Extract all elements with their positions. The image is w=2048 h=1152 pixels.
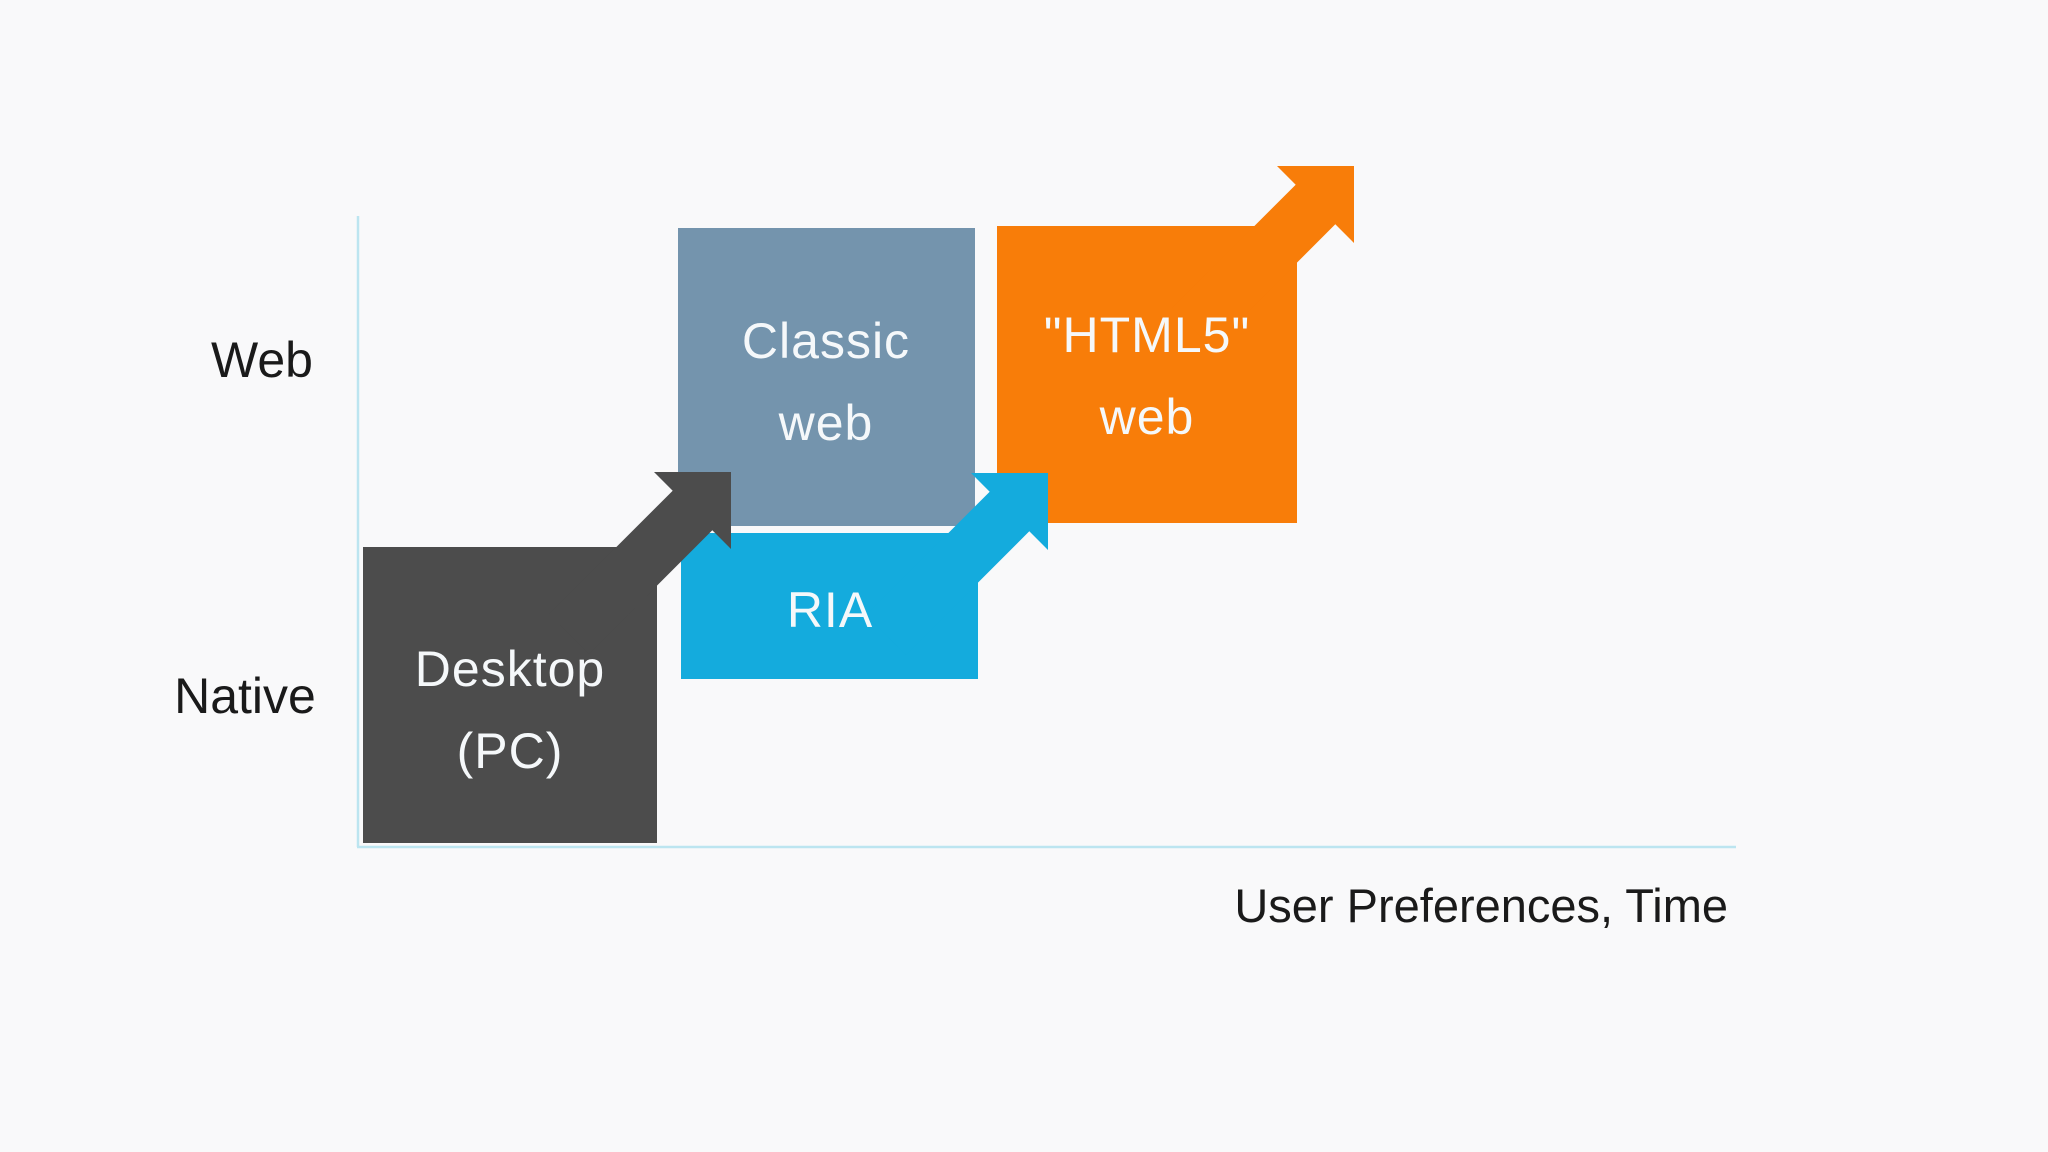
html5-future-arrow-icon [1172,166,1354,348]
desktop-box-label-line2: (PC) [457,723,564,779]
y-axis-native-label: Native [174,668,316,724]
ria-to-html5-arrow-icon [866,473,1048,655]
y-axis-web-label: Web [211,332,313,388]
desktop-to-classic-arrow-icon [549,472,731,654]
desktop-box-label-line1: Desktop [415,641,605,697]
classic-box-label-line2: web [778,395,874,451]
classic-box-label-line1: Classic [742,313,910,369]
html5-box-label-line2: web [1099,389,1195,445]
ria-box-label: RIA [787,582,873,638]
x-axis-label: User Preferences, Time [1234,879,1728,932]
html5-box-label-line1: "HTML5" [1044,307,1250,363]
